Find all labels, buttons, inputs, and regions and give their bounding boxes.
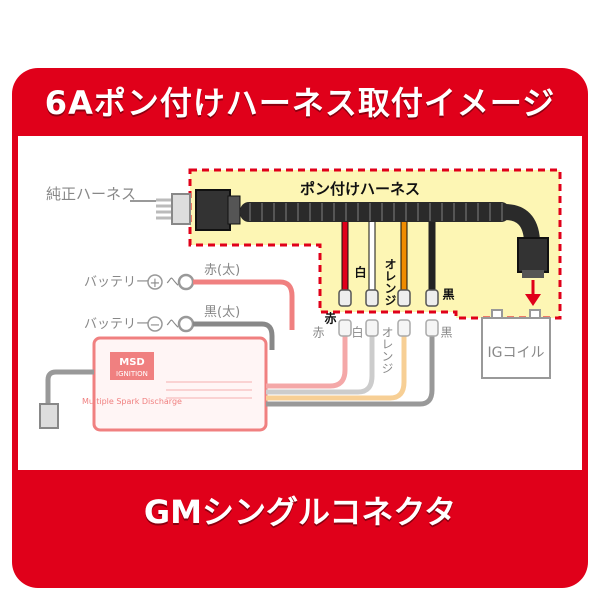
svg-text:+: + bbox=[150, 276, 161, 291]
stock-harness-label: 純正ハーネス bbox=[46, 185, 136, 203]
ring-terminal-minus bbox=[177, 315, 195, 333]
msd-terminals bbox=[338, 319, 439, 337]
red-thick-label: 赤(太) bbox=[204, 263, 240, 278]
harness-wires bbox=[341, 222, 436, 300]
black-thick-label: 黒(太) bbox=[204, 305, 240, 320]
tube-bend bbox=[504, 204, 540, 241]
svg-text:−: − bbox=[150, 318, 161, 333]
wire-label-orange-bottom: オレンジ bbox=[380, 326, 394, 374]
ig-coil-label: IGコイル bbox=[488, 345, 545, 361]
wire-label-red-bottom: 赤 bbox=[311, 326, 325, 338]
msd-left-wire bbox=[45, 369, 94, 410]
harness-connector-left bbox=[195, 189, 231, 231]
wire-label-orange-top: オレンジ bbox=[383, 258, 397, 306]
msd-left-connector bbox=[39, 403, 59, 429]
minus-icon bbox=[147, 316, 163, 332]
wire-label-red-top: 赤 bbox=[323, 311, 337, 325]
black-thick-wire bbox=[193, 321, 275, 350]
msd-brand: MSD bbox=[119, 357, 144, 368]
red-thick-wire bbox=[193, 279, 295, 330]
pon-harness-label: ポン付けハーネス bbox=[300, 180, 420, 198]
diagram-title: 6Aポン付けハーネス取付イメージ bbox=[44, 84, 556, 122]
msd-ignition-box bbox=[92, 336, 268, 432]
wire-label-white-bottom: 白 bbox=[350, 325, 364, 338]
msd-logo bbox=[110, 352, 154, 380]
ring-terminal-plus bbox=[177, 273, 195, 291]
ig-coil bbox=[481, 317, 551, 379]
footer-caption: GMシングルコネクタ bbox=[143, 493, 457, 531]
harness-connector-right bbox=[517, 237, 549, 273]
wire-label-black-bottom: 黒 bbox=[439, 326, 453, 339]
battery-minus-label: バッテリー bbox=[84, 317, 149, 332]
stock-harness-wires bbox=[156, 198, 172, 220]
msd-output-wires bbox=[266, 335, 435, 407]
plus-icon bbox=[147, 274, 163, 290]
wire-label-black-top: 黒 bbox=[441, 288, 455, 301]
harness-terminals bbox=[338, 289, 439, 307]
msd-brand-sub: IGNITION bbox=[116, 370, 148, 378]
stock-connector bbox=[171, 193, 191, 225]
battery-plus-label: バッテリー bbox=[84, 275, 149, 290]
wire-label-white-top: 白 bbox=[353, 265, 367, 279]
svg-text:へ: へ bbox=[166, 317, 179, 332]
svg-text:へ: へ bbox=[166, 275, 179, 290]
msd-model: Multiple Spark Discharge bbox=[82, 397, 182, 406]
corrugated-tube bbox=[240, 202, 510, 222]
